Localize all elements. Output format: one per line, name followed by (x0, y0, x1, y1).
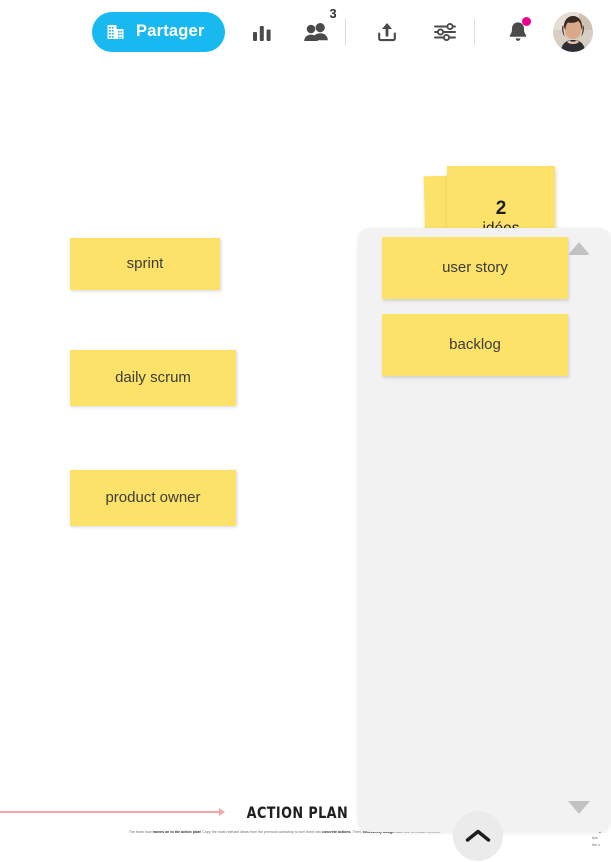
top-toolbar: Partager 3 (0, 0, 611, 63)
sticky-note-product-owner[interactable]: product owner (70, 470, 236, 526)
next-desc-line-3: the n (592, 842, 600, 847)
side-panel-note-user-story[interactable]: user story (382, 237, 568, 299)
avatar[interactable] (552, 11, 593, 52)
settings-sliders-icon[interactable] (423, 10, 467, 54)
participants-icon[interactable]: 3 (294, 6, 338, 54)
next-desc-line-2: tion (592, 835, 598, 840)
chevron-up-icon (465, 828, 491, 844)
action-plan-description: The team now moves on to the action plan… (90, 829, 480, 835)
building-icon (106, 22, 126, 42)
desc-bold-1: moves on to the action plan! (152, 830, 202, 834)
notification-dot (521, 16, 531, 26)
desc-bold-2: concrete actions (321, 830, 351, 834)
desc-part-1: The team now (128, 830, 153, 834)
sticky-note-text: daily scrum (115, 368, 191, 386)
sticky-note-sprint[interactable]: sprint (70, 238, 220, 290)
toolbar-left-spacer (0, 31, 92, 32)
scroll-up-arrow-icon[interactable] (568, 242, 590, 255)
sticky-note-text: product owner (105, 488, 201, 506)
ideas-side-panel[interactable]: user story backlog (358, 228, 611, 832)
sticky-note-text: sprint (126, 254, 164, 272)
participants-count-badge: 3 (329, 6, 337, 21)
side-panel-note-backlog[interactable]: backlog (382, 314, 568, 376)
scroll-to-top-button[interactable] (453, 811, 503, 861)
idea-count: 2 (495, 197, 507, 219)
desc-part-4: each one to a team member. (394, 830, 442, 834)
scroll-down-arrow-icon[interactable] (568, 801, 590, 814)
share-button[interactable]: Partager (92, 11, 225, 52)
toolbar-divider-1 (344, 18, 346, 45)
share-button-label: Partager (136, 22, 205, 40)
toolbar-divider-2 (473, 18, 475, 45)
notifications-bell-icon[interactable] (496, 10, 540, 54)
sticky-note-daily-scrum[interactable]: daily scrum (70, 350, 236, 406)
desc-bold-3: collectively assign (362, 830, 395, 834)
sticky-note-text: user story (442, 258, 508, 276)
upload-icon[interactable] (365, 10, 409, 54)
header-rule-left (0, 811, 219, 813)
action-plan-title: ACTION PLAN (246, 802, 348, 822)
sticky-note-text: backlog (449, 335, 501, 353)
header-rule-arrow (218, 808, 225, 816)
desc-part-3: . Then, (350, 830, 363, 834)
stats-icon[interactable] (240, 10, 284, 54)
desc-part-2: Copy the most relevant ideas from the pr… (201, 830, 322, 834)
